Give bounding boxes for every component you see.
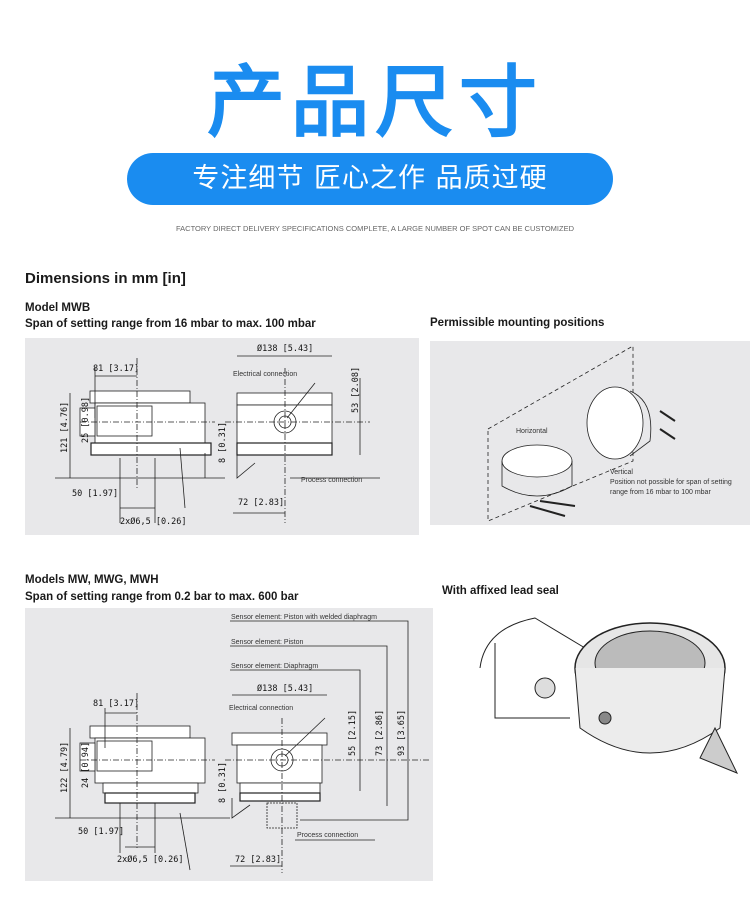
label-sensor-piston: Sensor element: Piston (231, 639, 303, 646)
label-vertical-note-2: range from 16 mbar to 100 mbar (610, 489, 711, 496)
dim-height-24: 24 [0.94] (81, 742, 91, 788)
label-vertical-note-1: Position not possible for span of settin… (610, 479, 732, 486)
mounting-positions-drawing: Horizontal Vertical Position not possibl… (430, 341, 750, 525)
label-process-connection: Process connection (297, 832, 358, 839)
dim-diameter-138: Ø138 [5.43] (257, 683, 313, 694)
dim-height-8: 8 [0.31] (218, 762, 228, 803)
dim-width-81: 81 [3.17] (93, 699, 139, 709)
dim-height-93: 93 [3.65] (397, 710, 407, 756)
dim-width-72: 72 [2.83] (235, 855, 281, 865)
lead-seal-illustration (475, 608, 750, 793)
mwb-dimension-drawing: 81 [3.17] 121 [4.76] 25 [0.98] 8 [0.31] … (25, 338, 419, 535)
dim-height-121: 121 [4.76] (60, 402, 70, 453)
tagline-banner: 专注细节 匠心之作 品质过硬 (127, 153, 613, 205)
mw-model-title: Models MW, MWG, MWH (25, 574, 159, 586)
dim-height-55: 55 [2.15] (348, 710, 358, 756)
dim-hole: 2xØ6,5 [0.26] (117, 854, 184, 865)
dim-width-50: 50 [1.97] (78, 827, 124, 837)
mw-span: Span of setting range from 0.2 bar to ma… (25, 591, 299, 603)
section-title: Dimensions in mm [in] (25, 270, 186, 287)
label-horizontal: Horizontal (516, 428, 548, 435)
mwb-model-title: Model MWB (25, 302, 91, 314)
label-electrical-connection: Electrical connection (233, 371, 297, 378)
label-process-connection: Process connection (301, 477, 362, 484)
label-sensor-piston-diaphragm: Sensor element: Piston with welded diaph… (231, 614, 377, 621)
seal-title: With affixed lead seal (442, 585, 559, 597)
dim-height-25: 25 [0.98] (81, 397, 91, 443)
dim-height-122: 122 [4.79] (60, 742, 70, 793)
label-vertical: Vertical (610, 469, 633, 476)
dim-width-50: 50 [1.97] (72, 489, 118, 499)
subtitle: FACTORY DIRECT DELIVERY SPECIFICATIONS C… (175, 224, 574, 233)
mwb-span: Span of setting range from 16 mbar to ma… (25, 318, 316, 330)
dim-width-72: 72 [2.83] (238, 498, 284, 508)
dim-hole: 2xØ6,5 [0.26] (120, 516, 187, 527)
dim-height-53: 53 [2.08] (351, 367, 361, 413)
dim-height-73: 73 [2.86] (375, 710, 385, 756)
page-title: 产品尺寸 (206, 58, 543, 148)
mounting-title: Permissible mounting positions (430, 317, 605, 329)
label-electrical-connection: Electrical connection (229, 705, 293, 712)
dim-width-81: 81 [3.17] (93, 364, 139, 374)
dim-diameter-138: Ø138 [5.43] (257, 343, 313, 354)
mw-dimension-drawing: 81 [3.17] 122 [4.79] 24 [0.94] 8 [0.31] … (25, 608, 433, 881)
label-sensor-diaphragm: Sensor element: Diaphragm (231, 663, 318, 670)
dim-height-8: 8 [0.31] (218, 422, 228, 463)
